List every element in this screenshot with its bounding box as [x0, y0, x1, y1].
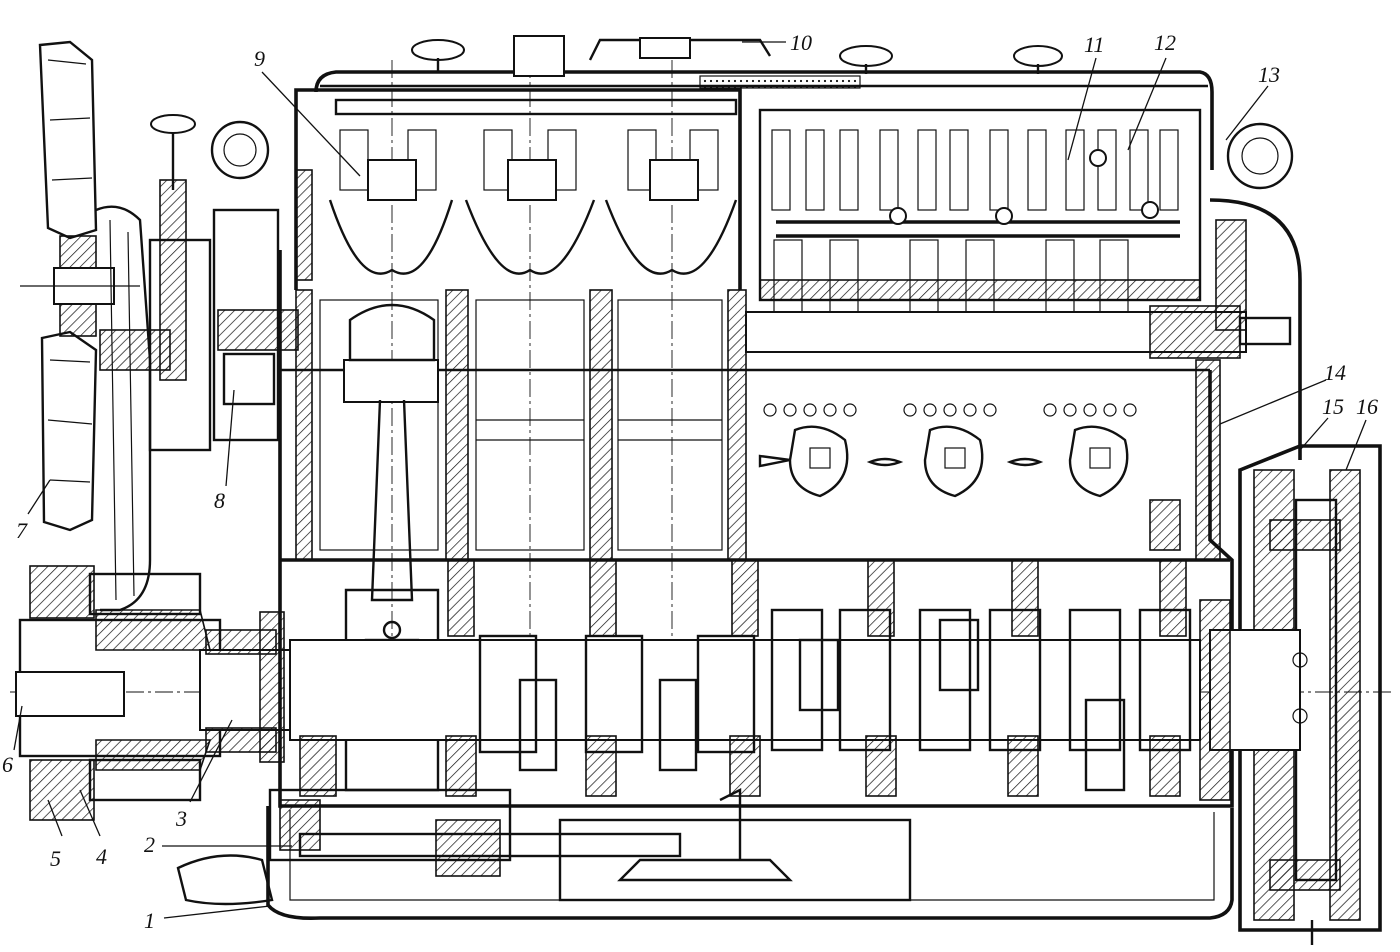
callout-label-3: 3: [175, 806, 187, 831]
callout-label-16: 16: [1356, 394, 1378, 419]
valve-cover: [314, 35, 1214, 170]
lifting-eye-rear: [1226, 122, 1294, 190]
callout-label-13: 13: [1258, 62, 1280, 87]
water-pump-pulley: [95, 114, 212, 612]
sump-baffle: [558, 818, 912, 902]
flywheel-housing: [1199, 444, 1382, 945]
lifting-eye-front: [210, 120, 270, 180]
camshaft-lobes: [758, 403, 1137, 498]
cylinder-head-valves: [294, 88, 742, 290]
callout-label-1: 1: [144, 908, 155, 933]
callout-label-11: 11: [1084, 32, 1104, 57]
front-pulley-damper: [15, 565, 222, 821]
fan-blade-assembly: [20, 40, 140, 532]
main-bearing-caps: [299, 559, 1187, 797]
callout-label-8: 8: [214, 488, 225, 513]
timing-gear-housing: [1149, 198, 1302, 561]
callout-label-4: 4: [96, 844, 107, 869]
callout-label-7: 7: [16, 518, 28, 543]
callout-label-12: 12: [1154, 30, 1176, 55]
callout-group: 1 2 3 4 5 6 7 8 9 10 11 12 13: [2, 30, 1378, 933]
callout-label-15: 15: [1322, 394, 1344, 419]
callout-label-10: 10: [790, 30, 812, 55]
oil-filter: [212, 208, 299, 442]
cylinder-block: [295, 60, 747, 690]
callout-label-2: 2: [144, 832, 155, 857]
callout-label-14: 14: [1324, 360, 1346, 385]
oil-sump-outline: [266, 806, 1234, 921]
fuel-injection-pump: [745, 108, 1292, 359]
crankshaft: [289, 608, 1201, 792]
callout-label-6: 6: [2, 752, 13, 777]
callout-label-5: 5: [50, 846, 61, 871]
callout-label-9: 9: [254, 46, 265, 71]
crankshaft-nose: [199, 611, 291, 763]
